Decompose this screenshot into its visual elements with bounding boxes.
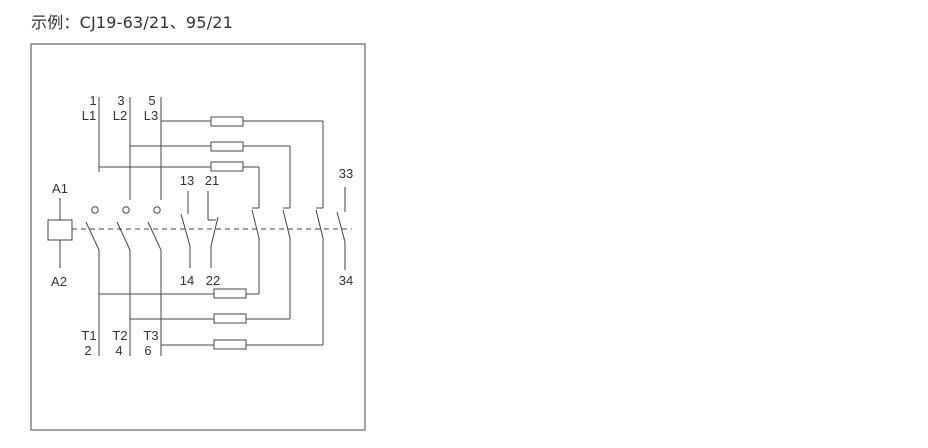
- contact-blade-3: [147, 221, 162, 251]
- terminal-l1-label: L1: [82, 108, 96, 123]
- resistor-top-2: [210, 141, 244, 152]
- bypass-contact-1-blade: [251, 209, 260, 239]
- aux-34-label: 34: [339, 273, 353, 288]
- contact-circle-2: [122, 206, 130, 214]
- diagram-frame: [30, 43, 366, 431]
- coil-a1-label: A1: [52, 181, 68, 196]
- terminal-t3-label: T3: [143, 328, 158, 343]
- resistor-top-3: [210, 161, 244, 172]
- terminal-3-label: 3: [117, 93, 124, 108]
- terminal-5-label: 5: [148, 93, 155, 108]
- aux-13-14-blade: [180, 213, 191, 247]
- contact-blade-1: [85, 221, 100, 251]
- resistor-bottom-1: [213, 288, 247, 299]
- diagram-caption: 示例：CJ19-63/21、95/21: [31, 13, 234, 32]
- terminal-l3-label: L3: [144, 108, 158, 123]
- aux-21-22-blade: [210, 216, 219, 247]
- terminal-t1-label: T1: [81, 328, 96, 343]
- resistor-top-1: [210, 116, 244, 127]
- bypass-contact-3-blade: [315, 209, 324, 239]
- terminal-1-label: 1: [89, 93, 96, 108]
- contact-circle-1: [91, 206, 99, 214]
- aux-14-label: 14: [180, 273, 194, 288]
- contact-blade-2: [116, 221, 131, 251]
- coil-a2-label: A2: [51, 274, 67, 289]
- terminal-6-label: 6: [144, 343, 151, 358]
- aux-33-34-blade: [336, 211, 346, 243]
- terminal-4-label: 4: [115, 343, 122, 358]
- aux-33-label: 33: [339, 166, 353, 181]
- aux-21-label: 21: [205, 173, 219, 188]
- coil-symbol: [47, 219, 73, 241]
- bypass-contact-2-blade: [282, 209, 291, 239]
- resistor-bottom-2: [213, 313, 247, 324]
- contact-circle-3: [153, 206, 161, 214]
- terminal-l2-label: L2: [113, 108, 127, 123]
- aux-22-label: 22: [206, 273, 220, 288]
- terminal-t2-label: T2: [112, 328, 127, 343]
- resistor-bottom-3: [213, 339, 247, 350]
- terminal-2-label: 2: [84, 343, 91, 358]
- aux-13-label: 13: [180, 173, 194, 188]
